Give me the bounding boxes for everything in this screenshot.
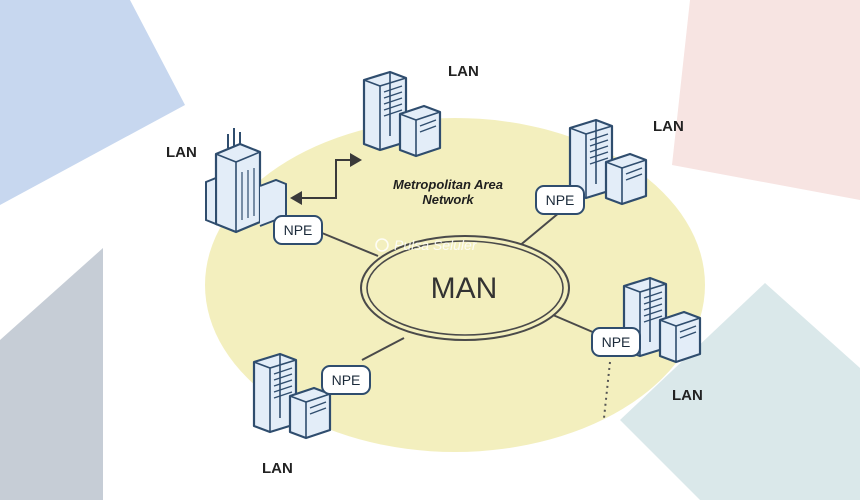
bidirectional-arrow [290, 153, 362, 205]
npe-box-bottom-left: NPE [321, 365, 371, 395]
background-shape-gray [0, 248, 103, 500]
building-icon-top-left [204, 126, 288, 234]
background-shape-teal [620, 283, 860, 500]
man-ring-inner [366, 240, 564, 336]
caption-line-1: Metropolitan Area [393, 177, 503, 192]
background-shape-blue [0, 0, 185, 205]
npe-label-top-right: NPE [546, 192, 575, 208]
lan-label-bottom-left: LAN [262, 460, 293, 477]
lan-label-top: LAN [448, 63, 479, 80]
npe-box-top-right: NPE [535, 185, 585, 215]
server-icon-top [362, 70, 442, 158]
npe-label-top-left: NPE [284, 222, 313, 238]
man-label: MAN [431, 272, 498, 305]
caption-line-2: Network [422, 192, 474, 207]
npe-label-bottom-left: NPE [332, 372, 361, 388]
watermark: Pulsa Seluler [375, 237, 478, 253]
lan-label-top-left: LAN [166, 144, 197, 161]
lan-label-right: LAN [672, 387, 703, 404]
link-bottom-left [361, 337, 405, 361]
npe-box-top-left: NPE [273, 215, 323, 245]
link-right [552, 314, 596, 334]
background-shape-pink [672, 0, 860, 200]
npe-label-right: NPE [602, 334, 631, 350]
watermark-text: Pulsa Seluler [394, 237, 478, 253]
npe-box-right: NPE [591, 327, 641, 357]
man-ring-outer [360, 235, 570, 341]
link-top-left [321, 232, 379, 257]
lan-label-top-right: LAN [653, 118, 684, 135]
